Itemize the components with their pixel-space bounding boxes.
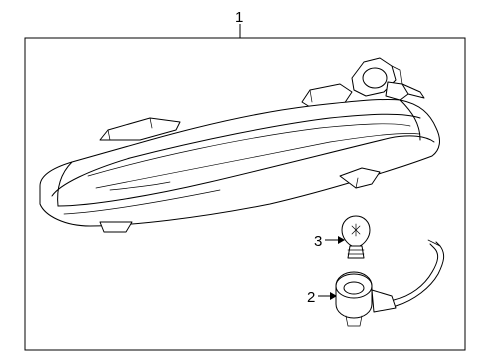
- socket-wire: [393, 239, 445, 307]
- bulb: [341, 215, 371, 259]
- callout-2-label: 2: [307, 289, 315, 306]
- lamp-assembly: [39, 57, 440, 233]
- callout-3-label: 3: [314, 233, 322, 250]
- socket: [335, 271, 397, 327]
- callout-2-arrow: [318, 292, 337, 300]
- callout-1-label: 1: [235, 9, 243, 26]
- callout-3-arrow: [325, 236, 345, 244]
- diagram-frame: [24, 37, 466, 351]
